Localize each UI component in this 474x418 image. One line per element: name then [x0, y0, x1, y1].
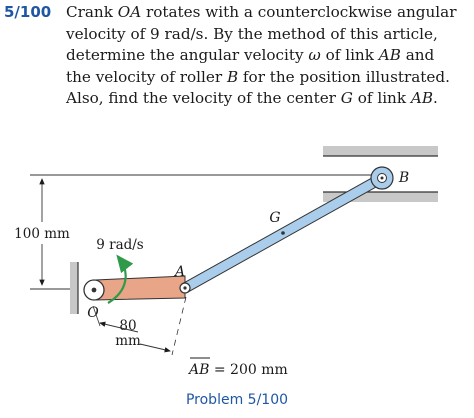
problem-line-1: Crank OA rotates with a counterclockwise…: [66, 3, 457, 21]
problem-line-3: determine the angular velocity ω of link…: [66, 46, 435, 64]
label-g: G: [269, 210, 280, 226]
problem-statement: 5/100 Crank OA rotates with a counterclo…: [4, 2, 470, 110]
label-a: A: [173, 264, 185, 280]
lower-guide: [323, 191, 438, 202]
label-o: O: [87, 305, 99, 321]
upper-guide: [323, 146, 438, 157]
horizontal-dimension-value: 80: [119, 318, 136, 334]
problem-text: Crank OA rotates with a counterclockwise…: [66, 2, 470, 110]
angular-velocity-arrow: [107, 254, 134, 304]
angular-velocity-label: 9 rad/s: [96, 237, 144, 253]
figure-caption: Problem 5/100: [185, 392, 289, 408]
roller-b-pin: [380, 176, 384, 180]
height-dimension-label: 100 mm: [14, 226, 70, 242]
height-dimension: [30, 174, 388, 290]
label-b: B: [398, 170, 409, 186]
center-g: [281, 231, 285, 235]
problem-line-4: the velocity of roller B for the positio…: [66, 67, 450, 86]
horizontal-dimension: [92, 296, 187, 356]
problem-line-5: Also, find the velocity of the center G …: [66, 89, 438, 107]
problem-number: 5/100: [4, 3, 52, 21]
horizontal-dimension-unit: mm: [115, 333, 141, 349]
length-label: AB = 200 mm: [187, 362, 288, 378]
problem-line-2: velocity of 9 rad/s. By the method of th…: [66, 24, 438, 43]
joint-a-pin: [183, 286, 187, 290]
crank-oa: [94, 275, 186, 301]
fixed-wall: [70, 262, 79, 314]
pivot-o-pin: [91, 287, 97, 293]
